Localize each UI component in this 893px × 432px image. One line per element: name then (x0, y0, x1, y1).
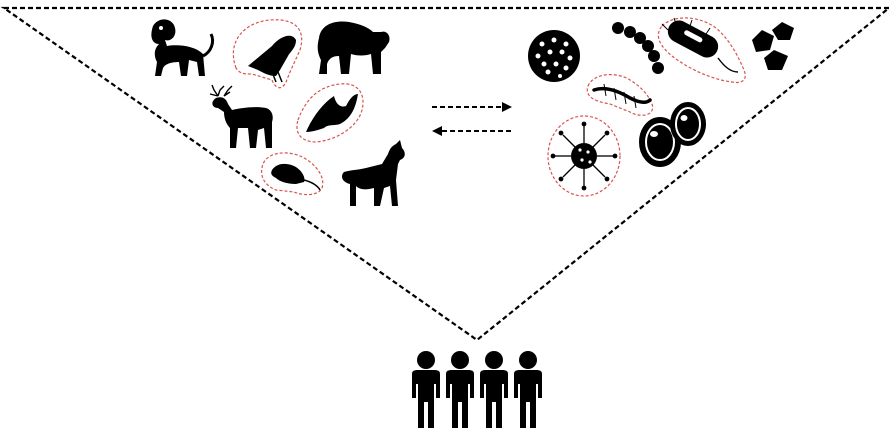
person-1 (412, 351, 440, 428)
person-3 (480, 351, 508, 428)
deer-icon (210, 85, 273, 148)
person-4 (514, 351, 542, 428)
worm-highlight (587, 75, 652, 116)
bear-icon (318, 22, 390, 74)
person-2 (446, 351, 474, 428)
enveloped-virus-icon (551, 122, 618, 191)
dog-icon (342, 140, 405, 206)
transmission-triangle (4, 8, 889, 340)
arrow-left-icon (432, 126, 512, 136)
prion-icon (752, 22, 794, 70)
arrow-right-icon (432, 102, 512, 112)
chain-bacteria-icon (612, 22, 664, 74)
virus-icon (528, 30, 580, 82)
people-icon (412, 351, 542, 428)
monkey-icon (151, 19, 212, 76)
